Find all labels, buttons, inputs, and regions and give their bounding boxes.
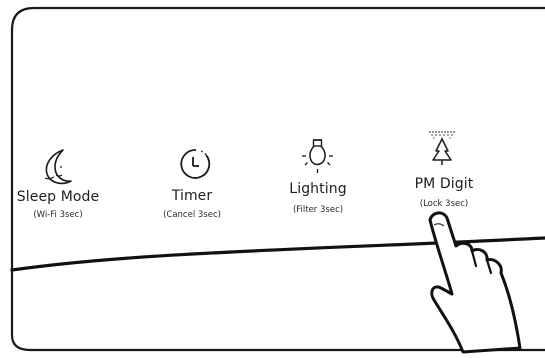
pressing-hand-icon [430, 213, 520, 352]
dust-tree-icon [429, 131, 455, 165]
pm-digit-sublabel: (Lock 3sec) [420, 199, 468, 209]
lighting-sublabel: (Filter 3sec) [293, 205, 343, 215]
moon-icon [45, 150, 71, 183]
sleep-mode-sublabel: (Wi-Fi 3sec) [33, 210, 82, 220]
light-bulb-icon [302, 140, 333, 173]
pm-digit-label: PM Digit [415, 176, 474, 192]
sleep-mode-label: Sleep Mode [17, 189, 99, 205]
lighting-label: Lighting [289, 181, 346, 197]
timer-label: Timer [172, 188, 213, 204]
clock-icon [181, 150, 209, 178]
timer-sublabel: (Cancel 3sec) [163, 210, 221, 220]
